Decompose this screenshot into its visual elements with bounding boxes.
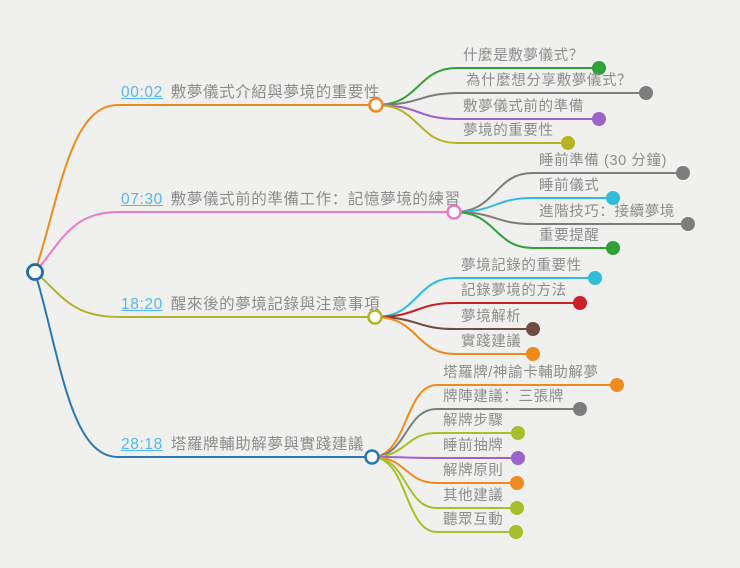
topic-dot[interactable]	[511, 426, 525, 440]
topic-text: 為什麼想分享敷夢儀式？	[466, 73, 633, 89]
branch-curve	[34, 211, 455, 273]
topic-text: 敷夢儀式前的準備	[463, 99, 584, 115]
chapter-timestamp-link[interactable]: 28:18	[121, 436, 163, 453]
topic-text: 記錄夢境的方法	[461, 283, 567, 299]
topic-label[interactable]: 塔羅牌/神諭卡輔助解夢	[443, 365, 599, 382]
topic-curve	[375, 104, 569, 144]
branch-curve	[34, 271, 373, 458]
topic-curve	[453, 211, 614, 249]
topic-curve	[371, 456, 517, 533]
topic-label[interactable]: 進階技巧：接續夢境	[539, 204, 675, 221]
branch-curve	[34, 104, 377, 273]
topic-label[interactable]: 什麼是敷夢儀式？	[463, 48, 584, 65]
topic-curve	[453, 172, 684, 213]
topic-label[interactable]: 夢境的重要性	[463, 123, 554, 140]
topic-text: 睡前抽牌	[443, 438, 504, 454]
topic-label[interactable]: 牌陣建議：三張牌	[443, 389, 564, 406]
topic-dot[interactable]	[639, 86, 653, 100]
topic-dot[interactable]	[509, 525, 523, 539]
topic-dot[interactable]	[510, 476, 524, 490]
topic-curve	[371, 384, 618, 458]
topic-label[interactable]: 為什麼想分享敷夢儀式？	[466, 73, 632, 90]
topic-dot[interactable]	[681, 217, 695, 231]
topic-text: 解牌原則	[443, 463, 504, 479]
topic-dot[interactable]	[588, 271, 602, 285]
chapter-node[interactable]	[367, 309, 383, 325]
chapter-node[interactable]	[364, 449, 380, 465]
topic-label[interactable]: 重要提醒	[539, 228, 599, 245]
topic-label[interactable]: 其他建議	[443, 488, 503, 505]
topic-dot[interactable]	[526, 322, 540, 336]
topic-dot[interactable]	[510, 501, 524, 515]
topic-label[interactable]: 睡前準備 (30 分鐘)	[539, 153, 667, 170]
topic-label[interactable]: 睡前儀式	[539, 178, 599, 195]
topic-dot[interactable]	[573, 402, 587, 416]
topic-text: 重要提醒	[539, 228, 600, 244]
chapter-timestamp-link[interactable]: 07:30	[121, 191, 163, 208]
topic-label[interactable]: 實踐建議	[461, 334, 521, 351]
topic-text: 聽眾互動	[443, 512, 504, 528]
topic-text: 夢境解析	[461, 309, 522, 325]
topic-label[interactable]: 睡前抽牌	[443, 438, 503, 455]
topic-label[interactable]: 夢境解析	[461, 309, 521, 326]
topic-dot[interactable]	[592, 112, 606, 126]
topic-dot[interactable]	[592, 61, 606, 75]
topic-label[interactable]: 記錄夢境的方法	[461, 283, 567, 300]
topic-dot[interactable]	[573, 296, 587, 310]
topic-curve	[374, 277, 596, 318]
topic-text: 塔羅牌/神諭卡輔助解夢	[443, 365, 599, 381]
topic-label[interactable]: 解牌原則	[443, 463, 503, 480]
topic-curve	[371, 408, 581, 458]
branch-curve	[34, 271, 376, 318]
chapter-title[interactable]: 敷夢儀式前的準備工作：記憶夢境的練習	[170, 191, 461, 208]
topic-label[interactable]: 夢境記錄的重要性	[461, 258, 582, 275]
topic-curve	[374, 302, 581, 318]
topic-dot[interactable]	[606, 241, 620, 255]
topic-label[interactable]: 敷夢儀式前的準備	[463, 99, 584, 116]
topic-dot[interactable]	[526, 347, 540, 361]
topic-curve	[374, 316, 534, 355]
topic-text: 睡前準備 (30 分鐘)	[539, 153, 668, 169]
topic-dot[interactable]	[610, 378, 624, 392]
chapter-label: 18:20 醒來後的夢境記錄與注意事項	[121, 296, 380, 314]
topic-label[interactable]: 解牌步驟	[443, 413, 503, 430]
chapter-timestamp-link[interactable]: 18:20	[121, 296, 163, 313]
topic-text: 實踐建議	[461, 334, 522, 350]
topic-text: 睡前儀式	[539, 178, 600, 194]
chapter-label: 00:02 敷夢儀式介紹與夢境的重要性	[121, 84, 380, 102]
topic-text: 什麼是敷夢儀式？	[463, 48, 584, 64]
chapter-title[interactable]: 塔羅牌輔助解夢與實踐建議	[170, 436, 364, 453]
chapter-node[interactable]	[446, 204, 462, 220]
topic-text: 夢境的重要性	[463, 123, 554, 139]
chapter-node[interactable]	[368, 97, 384, 113]
topic-curve	[375, 92, 647, 106]
topic-text: 其他建議	[443, 488, 504, 504]
topic-dot[interactable]	[561, 136, 575, 150]
chapter-timestamp-link[interactable]: 00:02	[121, 84, 163, 101]
topic-text: 牌陣建議：三張牌	[443, 389, 564, 405]
topic-text: 解牌步驟	[443, 413, 504, 429]
topic-dot[interactable]	[676, 166, 690, 180]
chapter-title[interactable]: 敷夢儀式介紹與夢境的重要性	[170, 84, 381, 101]
topic-curve	[453, 197, 614, 213]
chapter-label: 07:30 敷夢儀式前的準備工作：記憶夢境的練習	[121, 191, 461, 209]
topic-curve	[371, 456, 519, 459]
topic-dot[interactable]	[511, 451, 525, 465]
chapter-label: 28:18 塔羅牌輔助解夢與實踐建議	[121, 436, 364, 454]
root-node[interactable]	[26, 263, 44, 281]
topic-label[interactable]: 聽眾互動	[443, 512, 503, 529]
topic-curve	[375, 67, 600, 106]
topic-text: 進階技巧：接續夢境	[539, 204, 675, 220]
topic-dot[interactable]	[606, 191, 620, 205]
chapter-title[interactable]: 醒來後的夢境記錄與注意事項	[170, 296, 381, 313]
topic-curve	[371, 432, 519, 458]
topic-text: 夢境記錄的重要性	[461, 258, 582, 274]
